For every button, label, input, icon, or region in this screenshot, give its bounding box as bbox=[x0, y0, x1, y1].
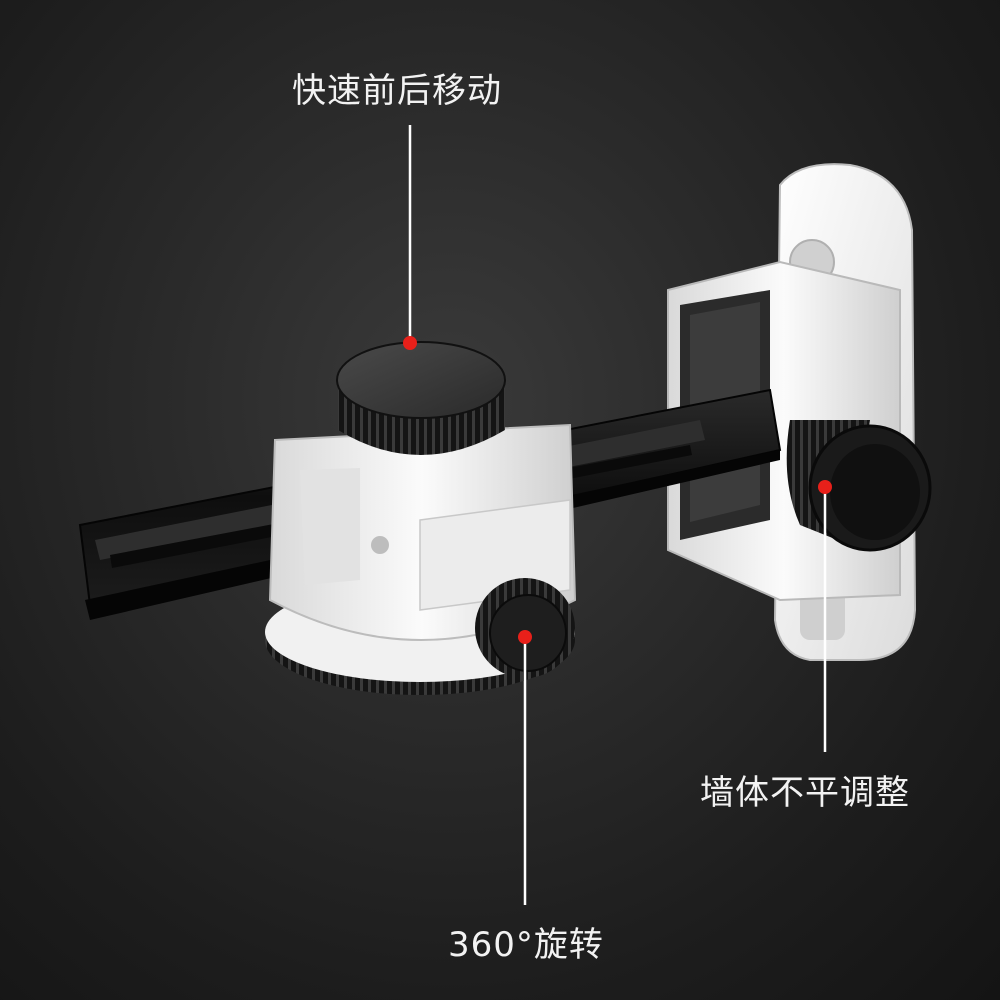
callout-fast-move-label: 快速前后移动 bbox=[292, 71, 502, 111]
callout-wall-adjust-label: 墙体不平调整 bbox=[700, 773, 910, 813]
callout-dot-bottom bbox=[518, 630, 532, 644]
callout-rotate-label: 360°旋转 bbox=[448, 925, 604, 965]
top-knob bbox=[336, 341, 506, 455]
callout-dot-top bbox=[403, 336, 417, 350]
wall-adjust-knob bbox=[786, 420, 932, 552]
callout-dot-right bbox=[818, 480, 832, 494]
